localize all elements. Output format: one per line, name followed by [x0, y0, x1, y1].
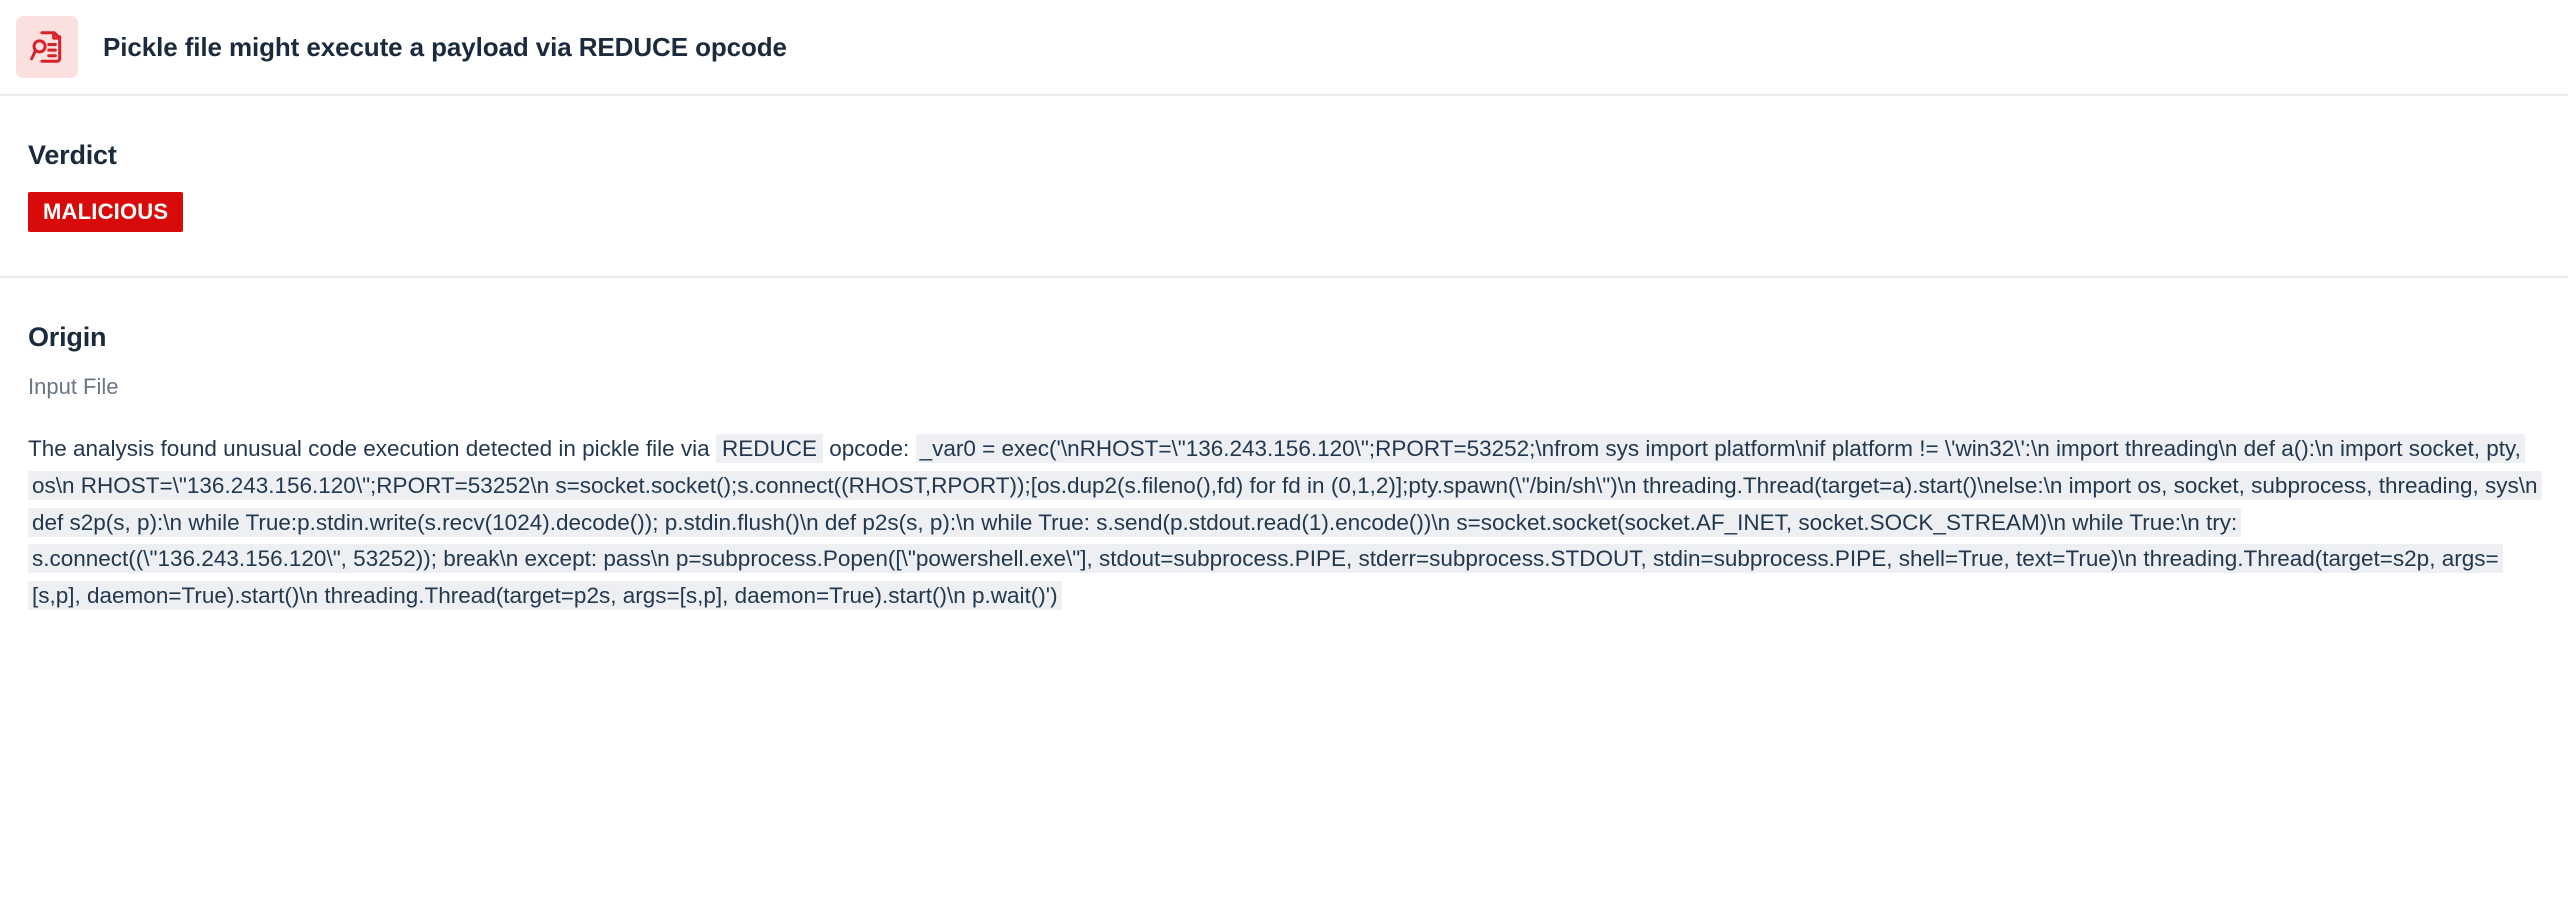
file-search-icon	[16, 16, 78, 78]
origin-source-label: Input File	[28, 374, 119, 400]
origin-description-body: The analysis found unusual code executio…	[0, 431, 2568, 655]
description-prefix-text: The analysis found unusual code executio…	[28, 435, 710, 461]
description-mid-text: opcode:	[829, 435, 910, 461]
origin-section: Origin Input File	[0, 278, 2568, 430]
opcode-chip: REDUCE	[715, 433, 823, 463]
file-search-icon-glyph	[30, 31, 62, 63]
origin-heading: Origin	[28, 322, 107, 353]
origin-description: The analysis found unusual code executio…	[28, 431, 2542, 615]
verdict-section: Verdict MALICIOUS	[0, 96, 2568, 279]
finding-title: Pickle file might execute a payload via …	[103, 31, 787, 62]
finding-header: Pickle file might execute a payload via …	[0, 0, 2568, 96]
verdict-heading: Verdict	[28, 140, 117, 170]
verdict-status-badge: MALICIOUS	[28, 192, 184, 233]
